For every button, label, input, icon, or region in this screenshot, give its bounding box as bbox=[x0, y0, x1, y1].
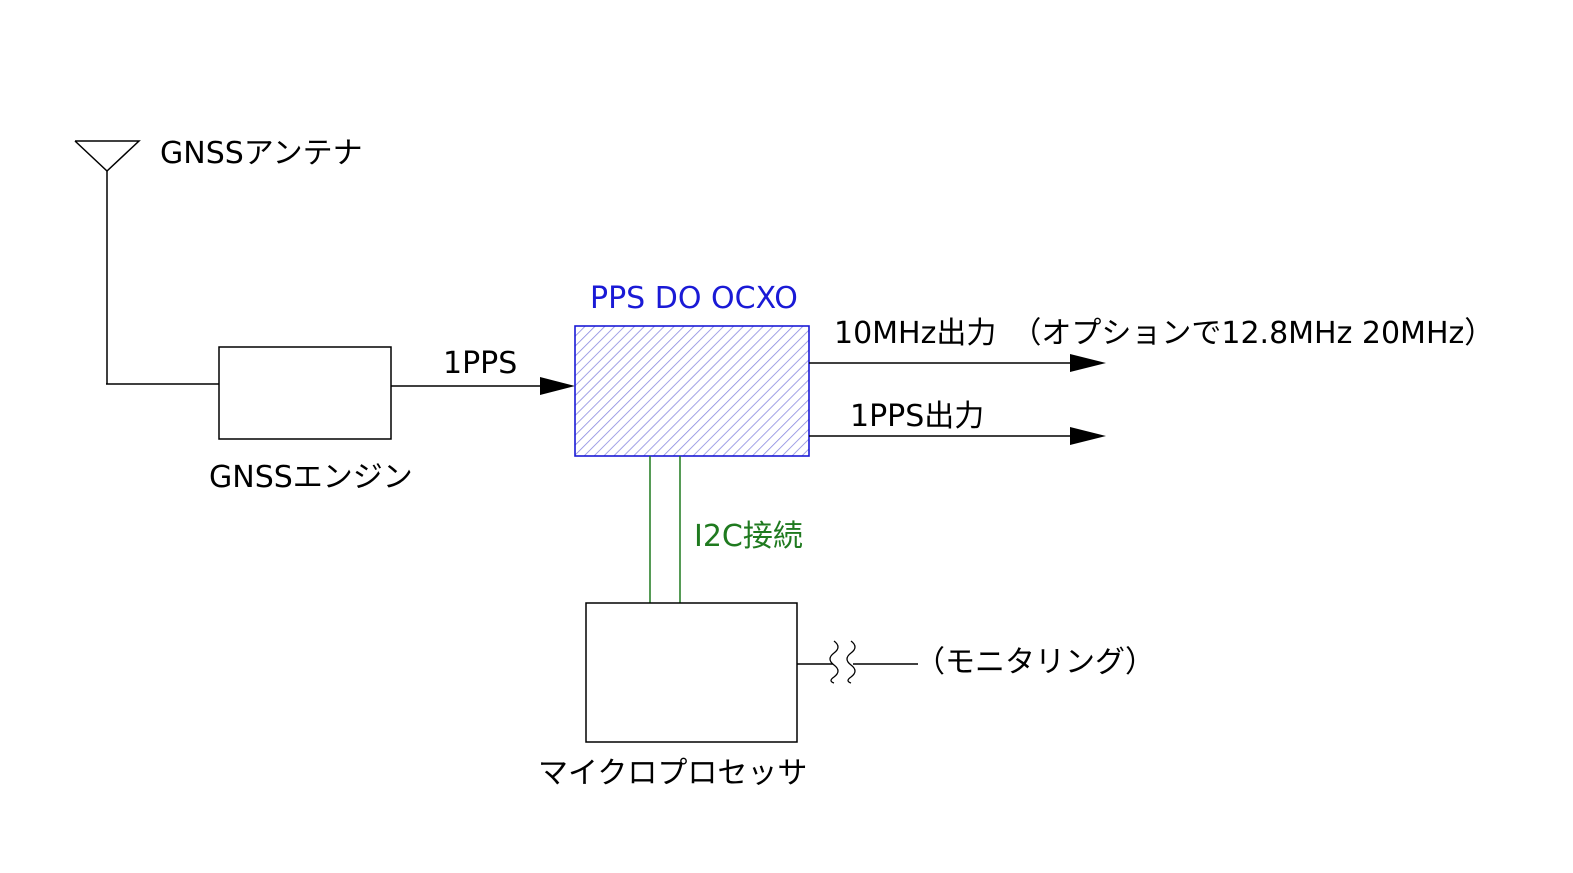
arrowhead-icon bbox=[1070, 427, 1106, 445]
arrowhead-icon bbox=[1070, 354, 1106, 372]
antenna-icon bbox=[74, 140, 141, 384]
monitoring-label: （モニタリング） bbox=[915, 645, 1155, 680]
break-symbol-icon bbox=[846, 640, 856, 684]
gnss-engine-block bbox=[218, 346, 392, 440]
microprocessor-label: マイクロプロセッサ bbox=[538, 756, 807, 791]
gnss-engine-label: GNSSエンジン bbox=[209, 460, 413, 495]
pps-link-label: 1PPS bbox=[443, 346, 517, 381]
ocxo-block bbox=[574, 325, 810, 457]
ocxo-label: PPS DO OCXO bbox=[590, 281, 798, 316]
i2c-label: I2C接続 bbox=[694, 519, 803, 554]
arrowhead-icon bbox=[540, 377, 575, 395]
break-symbol-icon bbox=[829, 640, 839, 684]
output-10mhz-label: 10MHz出力 （オプションで12.8MHz 20MHz） bbox=[834, 316, 1494, 351]
microprocessor-block bbox=[585, 602, 798, 743]
antenna-label: GNSSアンテナ bbox=[160, 136, 363, 171]
output-1pps-label: 1PPS出力 bbox=[850, 399, 984, 434]
